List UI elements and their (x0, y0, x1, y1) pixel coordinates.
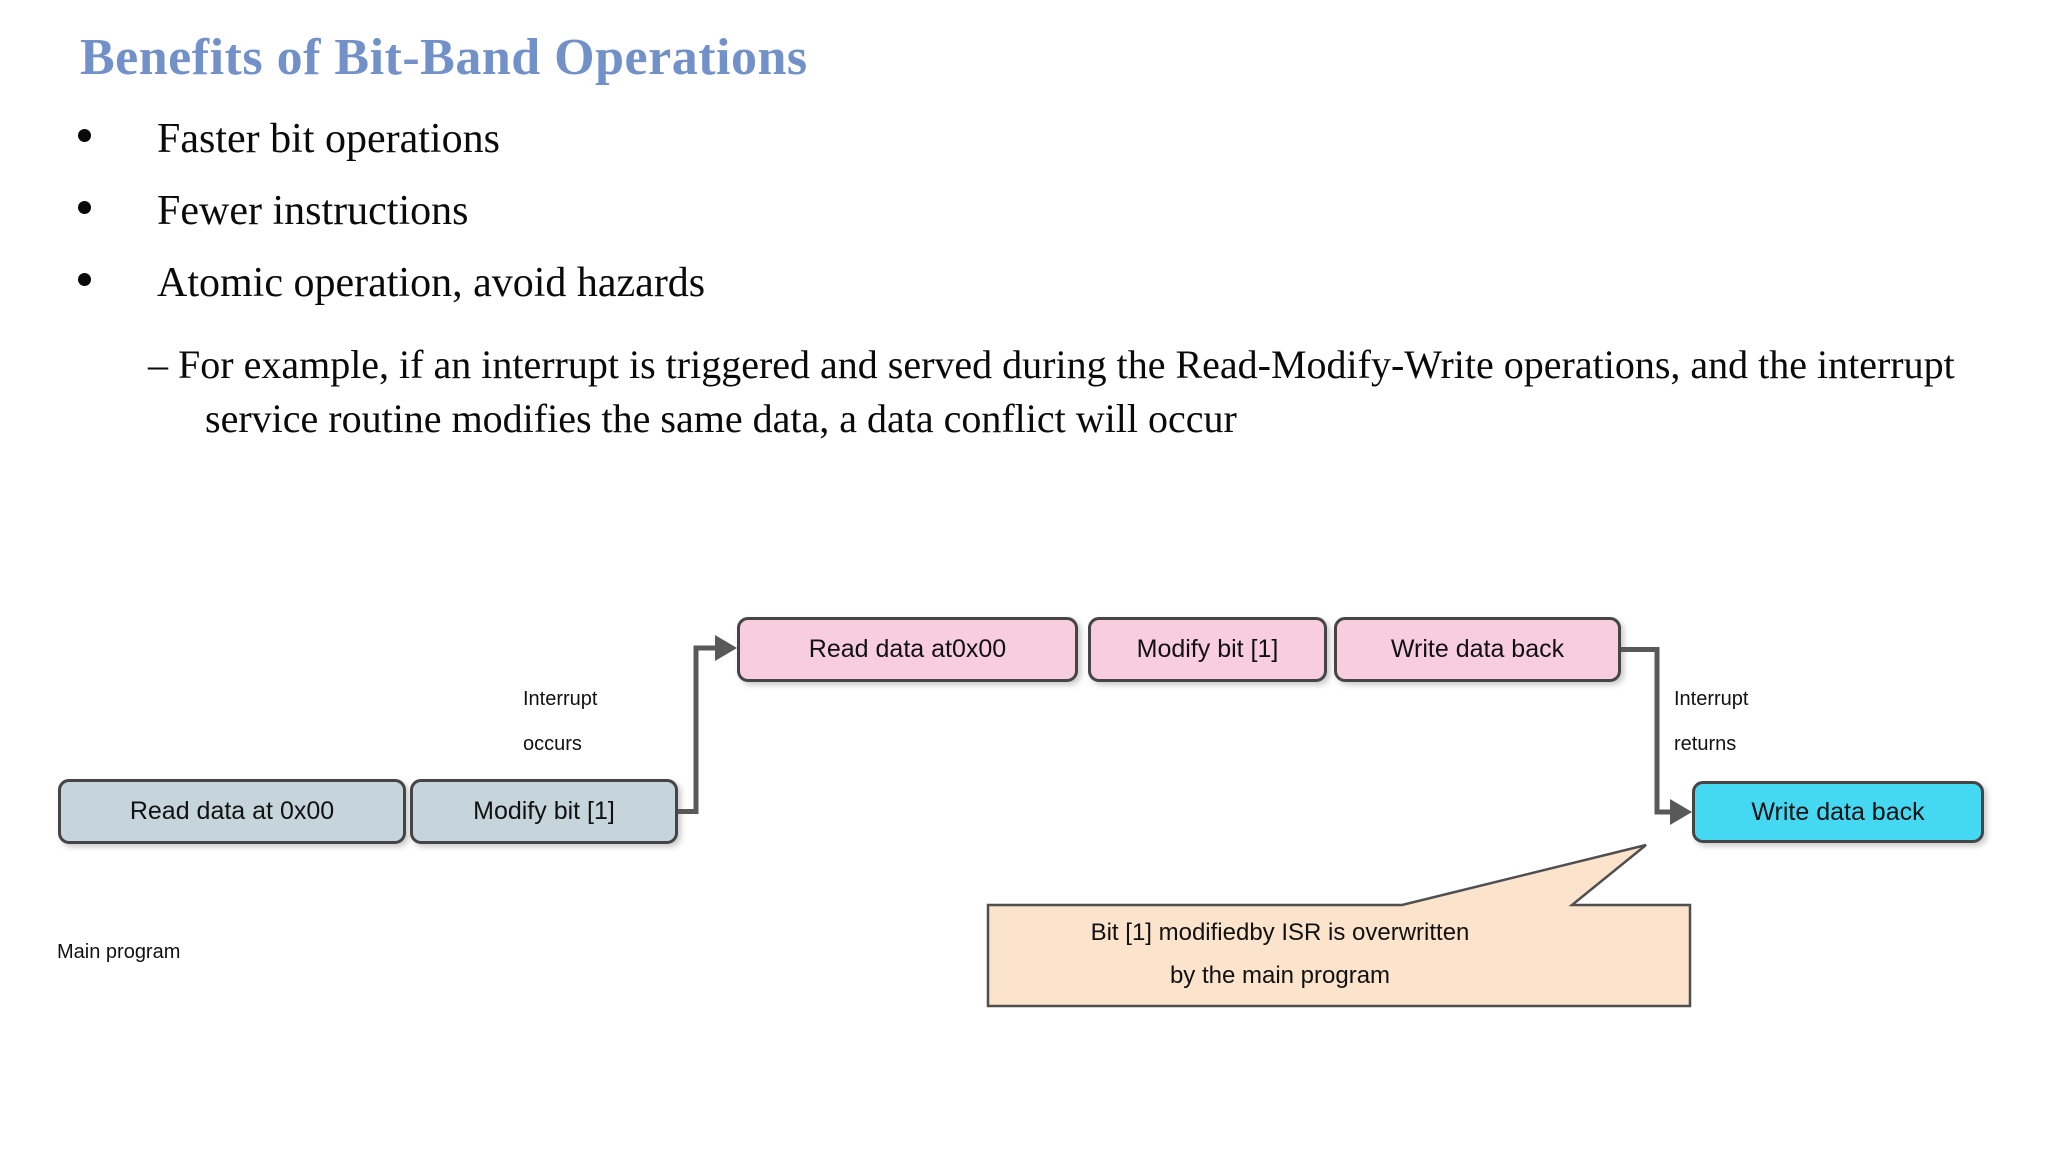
interrupt-returns-connector (1621, 647, 1673, 815)
interrupt-returns-line2: returns (1674, 733, 1737, 755)
arrowhead-right-icon (1670, 799, 1692, 825)
main-program-label: Main program (57, 941, 181, 963)
interrupt-occurs-line2: occurs (523, 733, 582, 755)
isr-box-write-back: Write data back (1334, 617, 1621, 682)
isr-box-read-data: Read data at0x00 (737, 617, 1078, 682)
isr-box-modify-bit: Modify bit [1] (1088, 617, 1327, 682)
main-box-modify-bit: Modify bit [1] (410, 779, 678, 844)
bullet-item: Fewer instructions (157, 188, 469, 234)
page-title: Benefits of Bit-Band Operations (80, 29, 808, 86)
interrupt-returns-line1: Interrupt (1674, 688, 1749, 710)
main-box-read-data: Read data at 0x00 (58, 779, 406, 844)
bullet-dot (78, 129, 91, 142)
overwrite-box-label: Write data back (1751, 797, 1925, 826)
interrupt-occurs-line1: Interrupt (523, 688, 598, 710)
interrupt-returns-label: Interrupt returns (1674, 677, 1748, 767)
isr-box-label: Modify bit [1] (1136, 635, 1279, 663)
callout-bubble (986, 843, 1692, 1008)
interrupt-occurs-connector (678, 645, 718, 814)
main-box-label: Read data at 0x00 (129, 797, 335, 825)
isr-box-label: Read data at0x00 (808, 635, 1007, 663)
overwrite-box-write-back: Write data back (1692, 781, 1984, 843)
bullet-item: Faster bit operations (157, 116, 500, 162)
arrowhead-right-icon (715, 635, 737, 661)
sub-bullet-text: – For example, if an interrupt is trigge… (148, 342, 1955, 441)
isr-box-label: Write data back (1390, 635, 1565, 663)
callout-line2: by the main program (1169, 962, 1391, 989)
bullet-item: Atomic operation, avoid hazards (157, 260, 706, 306)
bullet-dot (78, 201, 91, 214)
interrupt-occurs-label: Interrupt occurs (523, 677, 597, 767)
bullet-dot (78, 273, 91, 286)
callout-line1: Bit [1] modifiedby ISR is overwritten (1090, 919, 1470, 946)
main-box-label: Modify bit [1] (473, 797, 615, 825)
callout-text: Bit [1] modifiedby ISR is overwritten by… (990, 911, 1570, 997)
